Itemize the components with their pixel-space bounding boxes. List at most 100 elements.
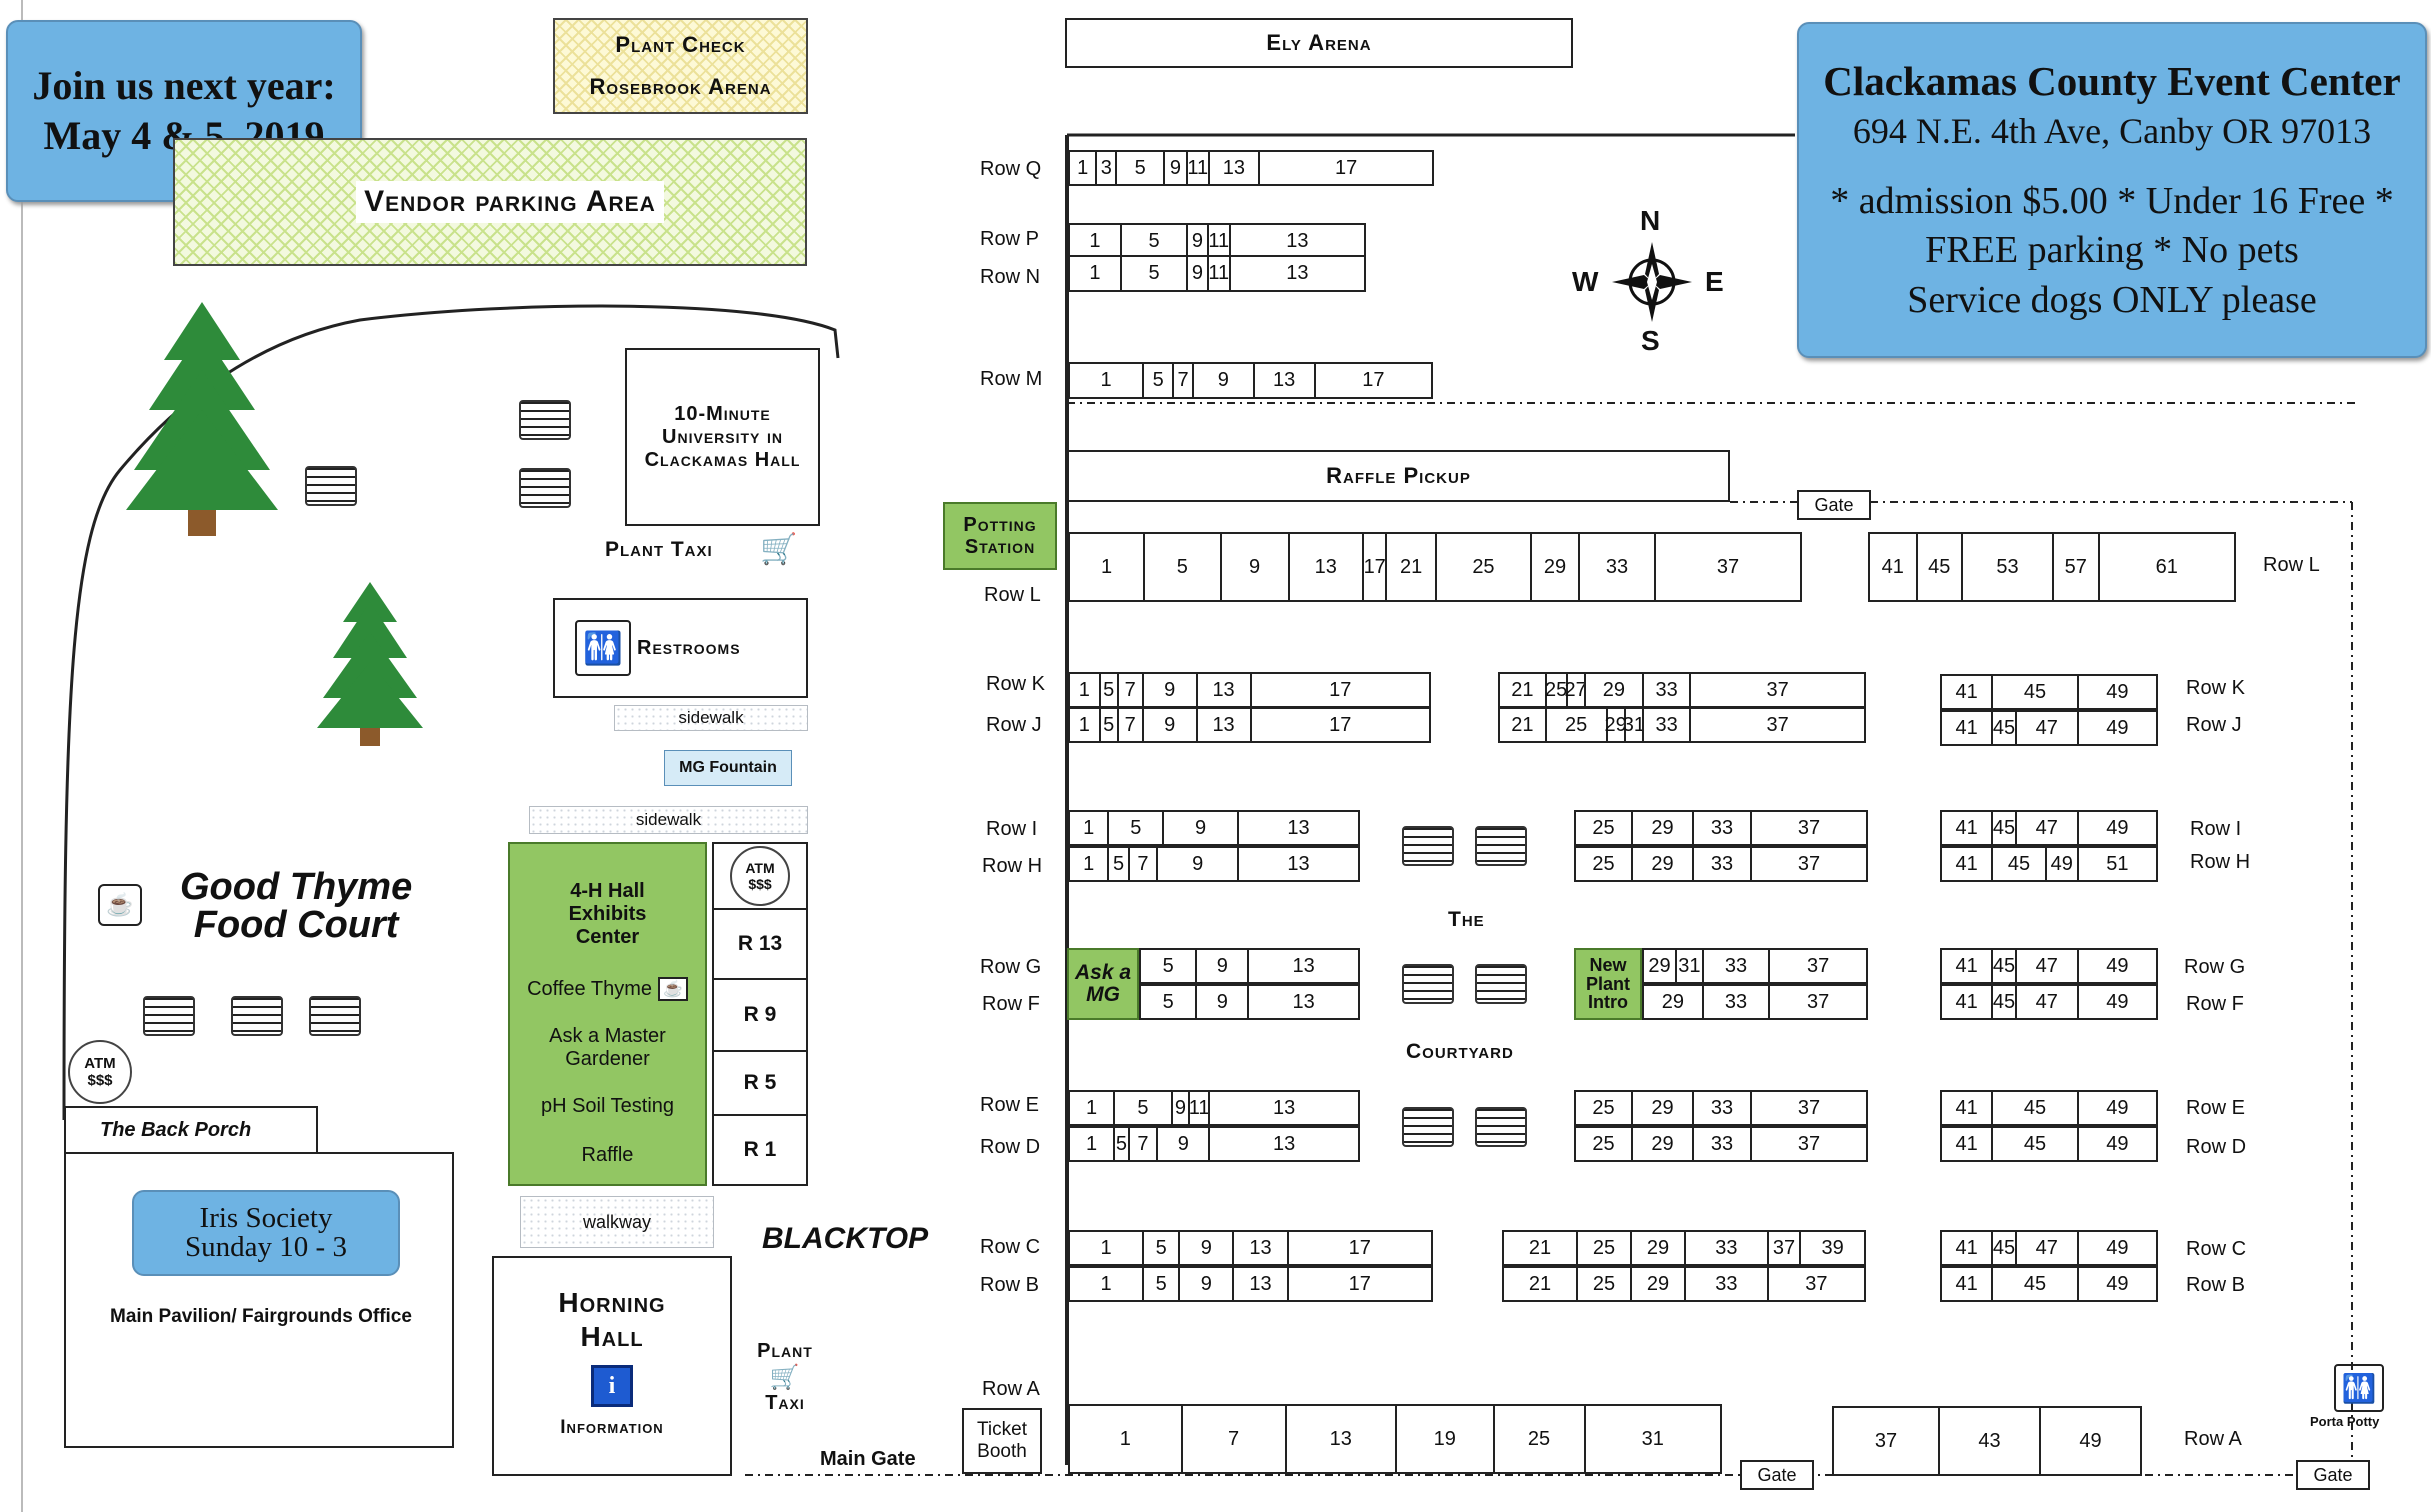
booth-c2-21[interactable]: 21 — [1528, 1236, 1552, 1259]
booth-n-5[interactable]: 5 — [1119, 257, 1186, 290]
booth-j3-41[interactable]: 41 — [1955, 716, 1978, 739]
booth-q-11[interactable]: 11 — [1185, 152, 1208, 184]
booth-i3-45[interactable]: 45 — [1991, 812, 2015, 844]
booth-n-1[interactable]: 1 — [1089, 262, 1101, 284]
booth-c2-25[interactable]: 25 — [1576, 1232, 1630, 1264]
booth-j1-17[interactable]: 17 — [1249, 709, 1430, 741]
booth-g3-41[interactable]: 41 — [1955, 954, 1978, 977]
booth-a1-7[interactable]: 7 — [1180, 1406, 1285, 1472]
booth-k2-25[interactable]: 25 — [1544, 674, 1567, 706]
booth-j2-21[interactable]: 21 — [1511, 713, 1534, 736]
booth-p-13[interactable]: 13 — [1228, 225, 1364, 258]
booth-g2-29[interactable]: 29 — [1648, 954, 1671, 977]
booth-j1-9[interactable]: 9 — [1141, 709, 1196, 741]
booth-i1-9[interactable]: 9 — [1162, 812, 1237, 844]
booth-d2-29[interactable]: 29 — [1631, 1128, 1692, 1160]
booth-l1-37[interactable]: 37 — [1654, 534, 1800, 600]
booth-g2-33[interactable]: 33 — [1701, 950, 1769, 982]
booth-m-5[interactable]: 5 — [1142, 364, 1172, 397]
booth-l2-45[interactable]: 45 — [1915, 534, 1962, 600]
booth-l2-53[interactable]: 53 — [1961, 534, 2052, 600]
booth-p-11[interactable]: 11 — [1206, 225, 1229, 258]
booth-j1-1[interactable]: 1 — [1078, 713, 1090, 736]
booth-f3-49[interactable]: 49 — [2076, 986, 2156, 1018]
booth-f1-5[interactable]: 5 — [1162, 990, 1174, 1013]
booth-k3-41[interactable]: 41 — [1955, 680, 1978, 703]
booth-j3-49[interactable]: 49 — [2076, 712, 2156, 744]
booth-g3-47[interactable]: 47 — [2014, 950, 2077, 982]
booth-m-13[interactable]: 13 — [1252, 364, 1314, 397]
booth-l1-25[interactable]: 25 — [1435, 534, 1530, 600]
booth-c3-49[interactable]: 49 — [2076, 1232, 2156, 1264]
booth-m-9[interactable]: 9 — [1192, 364, 1253, 397]
booth-q-3[interactable]: 3 — [1095, 152, 1115, 184]
booth-e2-37[interactable]: 37 — [1750, 1092, 1866, 1124]
booth-k2-27[interactable]: 27 — [1564, 674, 1587, 706]
gate-east[interactable]: Gate — [1797, 490, 1871, 520]
booth-h2-29[interactable]: 29 — [1631, 848, 1692, 880]
booth-d1-9[interactable]: 9 — [1156, 1128, 1208, 1160]
booth-h3-51[interactable]: 51 — [2076, 848, 2156, 880]
booth-h3-45[interactable]: 45 — [1991, 848, 2045, 880]
booth-h2-37[interactable]: 37 — [1750, 848, 1866, 880]
booth-e3-45[interactable]: 45 — [1991, 1092, 2077, 1124]
booth-g2-37[interactable]: 37 — [1768, 950, 1866, 982]
booth-a2-49[interactable]: 49 — [2039, 1408, 2140, 1474]
booth-l1-17[interactable]: 17 — [1362, 534, 1386, 600]
booth-i3-41[interactable]: 41 — [1955, 816, 1978, 839]
booth-c3-41[interactable]: 41 — [1955, 1236, 1978, 1259]
booth-m-17[interactable]: 17 — [1313, 364, 1431, 397]
booth-a1-25[interactable]: 25 — [1492, 1406, 1584, 1472]
booth-i2-25[interactable]: 25 — [1592, 816, 1615, 839]
booth-h2-33[interactable]: 33 — [1692, 848, 1750, 880]
booth-j2-37[interactable]: 37 — [1689, 709, 1864, 741]
booth-e2-25[interactable]: 25 — [1592, 1096, 1615, 1119]
booth-b1-17[interactable]: 17 — [1286, 1268, 1431, 1300]
booth-g3-49[interactable]: 49 — [2076, 950, 2156, 982]
booth-g1-13[interactable]: 13 — [1247, 950, 1358, 982]
gate-southeast[interactable]: Gate — [2296, 1460, 2370, 1490]
booth-k3-45[interactable]: 45 — [1991, 676, 2077, 708]
booth-j3-47[interactable]: 47 — [2014, 712, 2077, 744]
booth-i2-33[interactable]: 33 — [1692, 812, 1750, 844]
booth-d2-33[interactable]: 33 — [1692, 1128, 1750, 1160]
booth-l2-57[interactable]: 57 — [2052, 534, 2098, 600]
booth-c1-9[interactable]: 9 — [1178, 1232, 1232, 1264]
booth-c3-47[interactable]: 47 — [2014, 1232, 2077, 1264]
booth-b3-41[interactable]: 41 — [1955, 1272, 1978, 1295]
booth-l2-61[interactable]: 61 — [2097, 534, 2235, 600]
booth-k3-49[interactable]: 49 — [2076, 676, 2156, 708]
booth-i3-47[interactable]: 47 — [2014, 812, 2077, 844]
booth-j2-31[interactable]: 31 — [1623, 709, 1645, 741]
booth-k2-37[interactable]: 37 — [1689, 674, 1864, 706]
booth-g3-45[interactable]: 45 — [1991, 950, 2015, 982]
booth-i3-49[interactable]: 49 — [2076, 812, 2156, 844]
booth-m-7[interactable]: 7 — [1172, 364, 1192, 397]
booth-k2-21[interactable]: 21 — [1511, 678, 1534, 701]
booth-h1-5[interactable]: 5 — [1107, 848, 1127, 880]
booth-c2-39[interactable]: 39 — [1799, 1232, 1864, 1264]
booth-c1-1[interactable]: 1 — [1100, 1236, 1112, 1259]
booth-b2-21[interactable]: 21 — [1528, 1272, 1552, 1295]
booth-k1-7[interactable]: 7 — [1116, 674, 1142, 706]
booth-b1-5[interactable]: 5 — [1142, 1268, 1178, 1300]
booth-e1-13[interactable]: 13 — [1208, 1092, 1358, 1124]
booth-q-17[interactable]: 17 — [1258, 152, 1432, 184]
booth-l2-41[interactable]: 41 — [1881, 555, 1904, 578]
booth-e3-49[interactable]: 49 — [2076, 1092, 2156, 1124]
booth-b3-49[interactable]: 49 — [2076, 1268, 2156, 1300]
booth-a1-13[interactable]: 13 — [1284, 1406, 1396, 1472]
booth-j2-25[interactable]: 25 — [1544, 709, 1606, 741]
booth-j2-33[interactable]: 33 — [1641, 709, 1689, 741]
booth-e2-33[interactable]: 33 — [1692, 1092, 1750, 1124]
booth-h3-49[interactable]: 49 — [2044, 848, 2077, 880]
booth-i1-5[interactable]: 5 — [1107, 812, 1162, 844]
booth-k2-33[interactable]: 33 — [1641, 674, 1689, 706]
booth-b2-29[interactable]: 29 — [1630, 1268, 1684, 1300]
booth-a2-37[interactable]: 37 — [1874, 1429, 1898, 1452]
booth-k1-5[interactable]: 5 — [1098, 674, 1117, 706]
booth-h3-41[interactable]: 41 — [1955, 852, 1978, 875]
booth-h1-9[interactable]: 9 — [1156, 848, 1237, 880]
booth-e2-29[interactable]: 29 — [1631, 1092, 1692, 1124]
booth-d3-45[interactable]: 45 — [1991, 1128, 2077, 1160]
